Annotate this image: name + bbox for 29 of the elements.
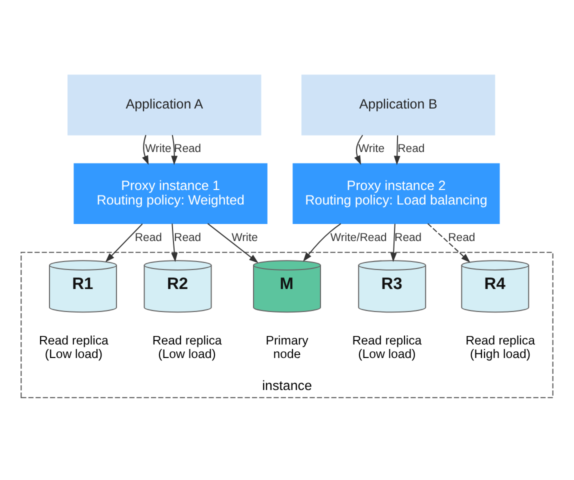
node-box: Proxy instance 1 Routing policy: Weighted [74, 162, 268, 224]
arrow [394, 134, 400, 165]
edge-label: Read [174, 142, 202, 155]
arrow [390, 223, 397, 262]
edge-label: Write [232, 231, 258, 244]
arrow [427, 222, 470, 262]
arrow [105, 222, 143, 262]
node-label: Primary node [266, 333, 308, 361]
arrow [207, 222, 258, 263]
node-box: Application B [301, 74, 496, 135]
edge-label: Read [448, 231, 476, 244]
edge-label: Read [174, 231, 202, 244]
edge-label: Write [358, 142, 385, 155]
edge-label: Read [394, 231, 422, 244]
arrow [354, 134, 364, 164]
node-label: Read replica (Low load) [152, 333, 222, 361]
edge-label: Write [145, 142, 172, 155]
arrow [303, 222, 342, 262]
arrow [171, 134, 178, 165]
node-box: Application A [68, 74, 262, 135]
node-box: Proxy instance 2 Routing policy: Load balancing [292, 162, 500, 224]
arrow [142, 134, 149, 164]
edge-label: Read [398, 142, 425, 155]
edge-label: Write/Read [330, 231, 387, 244]
node-label: Read replica (Low load) [39, 333, 108, 361]
node-label: Read replica (High load) [466, 333, 535, 361]
arrow [171, 223, 178, 262]
node-label: Read replica (Low load) [352, 333, 422, 361]
edge-label: Read [134, 231, 162, 244]
